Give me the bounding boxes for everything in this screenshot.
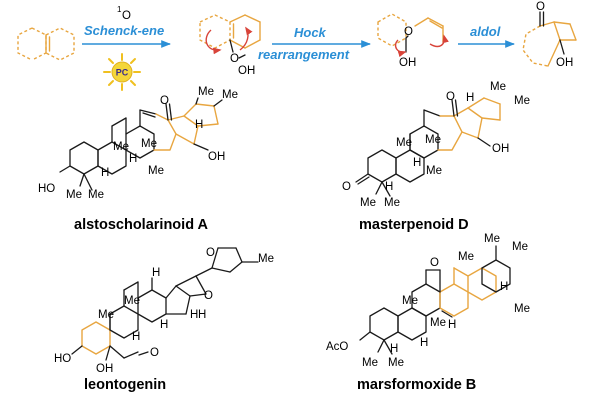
a-h-3: H	[101, 167, 109, 179]
electron-arrow-2	[239, 26, 253, 51]
peroxide-o-label: O	[230, 53, 239, 65]
c-oh: OH	[96, 363, 113, 375]
b-me-7: Me	[384, 197, 400, 209]
electron-arrow-4	[429, 34, 449, 48]
d-h-4: H	[390, 343, 398, 355]
d-me-4: Me	[514, 303, 530, 315]
enol-ether-intermediate: O OH	[377, 13, 449, 69]
c-h-5: H	[198, 309, 206, 321]
a-h-2: H	[129, 153, 137, 165]
leontogenin-caption: leontogenin	[84, 377, 166, 393]
a-me-2: Me	[222, 89, 238, 101]
d-me-2: Me	[484, 233, 500, 245]
d-aco: AcO	[326, 341, 348, 353]
singlet-oxygen-label: O	[122, 10, 131, 22]
b-h-2: H	[413, 157, 421, 169]
d-h-3: H	[420, 337, 428, 349]
c-spiro-o: O	[206, 247, 215, 259]
marsformoxide-b-caption: marsformoxide B	[357, 377, 476, 393]
a-oh: OH	[208, 151, 225, 163]
b-oh: OH	[492, 143, 509, 155]
ketone-o-label: O	[536, 1, 545, 13]
d-h-1: H	[500, 281, 508, 293]
c-h-4: H	[132, 331, 140, 343]
rearrangement-label: rearrangement	[258, 47, 350, 62]
c-me-1: Me	[98, 309, 114, 321]
schenck-ene-step: 1 O Schenck-ene PC	[82, 5, 171, 91]
a-ketone-o: O	[160, 95, 169, 107]
a-h: H	[195, 119, 203, 131]
b-ketone-o-2: O	[342, 181, 351, 193]
a-me-6: Me	[66, 189, 82, 201]
a-me-3: Me	[113, 141, 129, 153]
hemiacetal-oh-label: OH	[399, 57, 416, 69]
electron-arrow-1	[205, 29, 222, 55]
c-h-2: H	[190, 309, 198, 321]
hydroperoxide-intermediate: O OH	[199, 14, 261, 77]
d-h-2: H	[448, 319, 456, 331]
hydroperoxide-oh-label: OH	[238, 65, 255, 77]
d-epoxide-o: O	[430, 257, 439, 269]
b-ketone-o: O	[446, 91, 455, 103]
c-ho: HO	[54, 353, 71, 365]
cyclohexene-substrate	[17, 27, 75, 61]
d-me-3: Me	[512, 241, 528, 253]
a-me-7: Me	[88, 189, 104, 201]
alstoscholarinoid-a-structure	[59, 97, 223, 191]
hock-step: Hock rearrangement	[258, 25, 371, 62]
alstoscholarinoid-a-caption: alstoscholarinoid A	[74, 217, 209, 233]
aldol-product: O OH	[522, 1, 577, 69]
aldol-step: aldol	[458, 24, 515, 48]
electron-arrow-3	[394, 39, 407, 58]
hock-label: Hock	[294, 25, 327, 40]
d-me-7: Me	[362, 357, 378, 369]
ring-o-label: O	[404, 26, 413, 38]
a-me-4: Me	[141, 138, 157, 150]
masterpenoid-d-structure	[355, 97, 501, 197]
marsformoxide-b-structure	[359, 245, 511, 355]
c-ring-o: O	[204, 290, 213, 302]
photocatalyst-label: PC	[116, 68, 129, 78]
singlet-oxygen-superscript: 1	[117, 5, 122, 14]
b-me-4: Me	[425, 134, 441, 146]
b-me-2: Me	[514, 95, 530, 107]
d-me-6: Me	[430, 317, 446, 329]
photocatalyst-sun-icon	[103, 53, 141, 91]
a-me-1: Me	[198, 86, 214, 98]
aldol-label: aldol	[470, 24, 501, 39]
a-ho: HO	[38, 183, 55, 195]
b-h-3: H	[385, 181, 393, 193]
c-h-3: H	[160, 319, 168, 331]
c-aldehyde-o: O	[150, 347, 159, 359]
b-h: H	[466, 92, 474, 104]
c-me-3: Me	[258, 253, 274, 265]
b-me-3: Me	[396, 137, 412, 149]
schenck-ene-label: Schenck-ene	[84, 23, 164, 38]
b-me-6: Me	[360, 197, 376, 209]
masterpenoid-d-caption: masterpenoid D	[359, 217, 469, 233]
b-me-1: Me	[490, 81, 506, 93]
leontogenin-structure	[71, 247, 259, 361]
d-me-5: Me	[402, 295, 418, 307]
c-me-2: Me	[124, 295, 140, 307]
b-me-5: Me	[426, 165, 442, 177]
aldol-oh-label: OH	[556, 57, 573, 69]
c-h-1: H	[152, 267, 160, 279]
d-me-1: Me	[458, 251, 474, 263]
a-me-5: Me	[148, 165, 164, 177]
d-me-8: Me	[388, 357, 404, 369]
